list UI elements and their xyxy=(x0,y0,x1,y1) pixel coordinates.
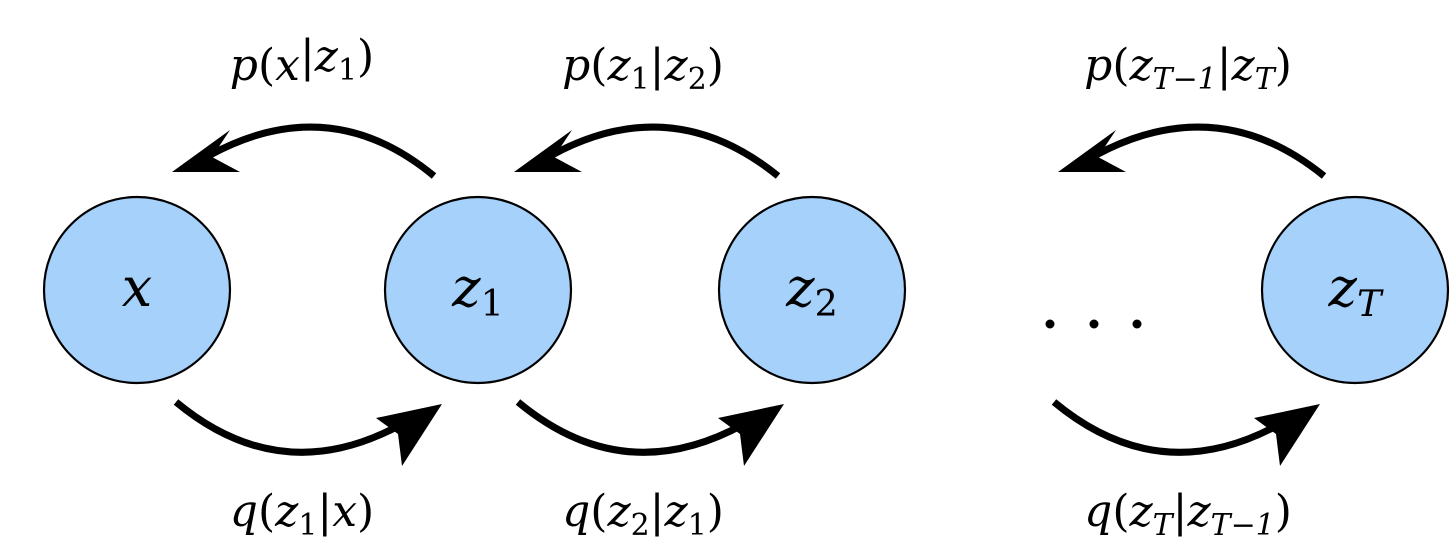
node-x: x xyxy=(42,195,232,385)
svg-text:zT: zT xyxy=(1328,256,1384,325)
forward-label-2: q(z2|z1) xyxy=(562,486,724,543)
node-z1-symbol: z xyxy=(451,256,481,319)
node-zT: zT xyxy=(1260,195,1450,385)
node-z1-subscript: 1 xyxy=(481,282,504,325)
svg-text:z1: z1 xyxy=(451,256,504,325)
forward-arrow-1 xyxy=(173,399,442,466)
node-zT-subscript: T xyxy=(1357,282,1384,325)
node-zT-symbol: z xyxy=(1328,256,1358,319)
reverse-arrow-2 xyxy=(514,123,781,179)
node-z1: z1 xyxy=(383,195,573,385)
node-z2: z2 xyxy=(717,195,907,385)
node-x-symbol: x xyxy=(122,256,152,319)
node-z2-subscript: 2 xyxy=(815,282,838,325)
reverse-arrow-3 xyxy=(1058,123,1327,179)
reverse-arrow-1 xyxy=(172,123,437,179)
forward-arrow-3 xyxy=(1051,399,1320,466)
forward-arrow-2 xyxy=(515,399,784,466)
svg-text:z2: z2 xyxy=(785,256,838,325)
reverse-label-2: p(z1|z2) xyxy=(562,40,724,97)
forward-label-1: q(z1|x) xyxy=(230,486,374,543)
reverse-label-3: p(zT−1|zT) xyxy=(1084,40,1292,97)
svg-text:x: x xyxy=(122,256,152,319)
reverse-label-1: p(x|z1) xyxy=(230,31,374,91)
node-z2-symbol: z xyxy=(785,256,815,319)
ellipsis: · · · xyxy=(1045,319,1142,329)
forward-label-3: q(zT|zT−1) xyxy=(1084,486,1292,543)
